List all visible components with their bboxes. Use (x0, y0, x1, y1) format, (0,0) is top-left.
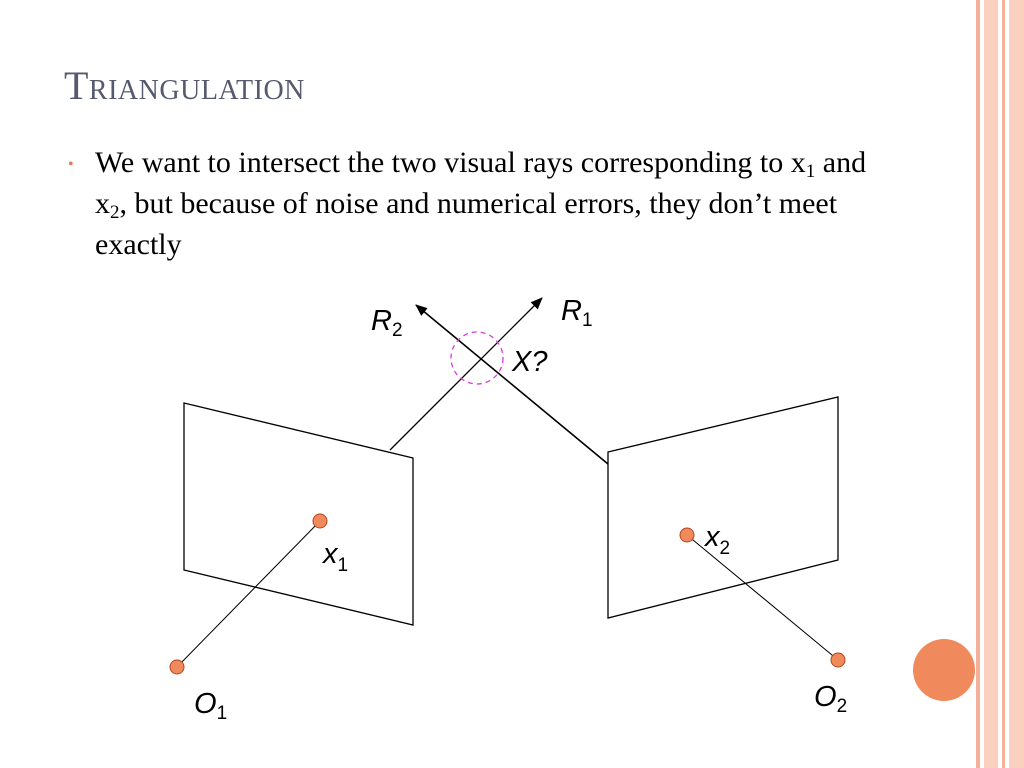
label-o2: O2 (814, 681, 847, 717)
stripe (976, 0, 980, 768)
intersection-circle (450, 331, 504, 385)
stripe (984, 0, 998, 768)
bullet-text: We want to intersect the two visual rays… (95, 142, 895, 265)
label-r2: R2 (371, 305, 403, 341)
label-o1: O1 (194, 688, 227, 724)
camera-center-o1 (169, 659, 185, 675)
label-x-question: X? (511, 346, 548, 378)
bullet-subscript: 1 (805, 161, 816, 182)
label-r1: R1 (561, 295, 593, 331)
ray-r2 (415, 304, 609, 465)
projection-line-2 (686, 534, 839, 661)
bullet-icon: • (68, 156, 74, 173)
stripe (1009, 0, 1024, 768)
bullet-text-part: , but because of noise and numerical err… (95, 187, 838, 261)
camera-center-o2 (830, 652, 846, 668)
image-plane-left (183, 402, 414, 626)
decorative-stripes (976, 0, 1024, 768)
decorative-circle (913, 639, 975, 701)
slide-title: Triangulation (64, 63, 305, 108)
image-plane-right (607, 396, 839, 619)
projection-line-1 (176, 520, 321, 668)
label-x1: x1 (321, 538, 348, 576)
ray-r1 (389, 297, 543, 451)
image-point-x2 (679, 527, 695, 543)
image-point-x1 (312, 513, 328, 529)
stripe (1002, 0, 1005, 768)
bullet-text-part: We want to intersect the two visual rays… (95, 146, 806, 179)
bullet-text-part: and x (95, 146, 867, 220)
label-x2: x2 (703, 521, 730, 559)
bullet-subscript: 2 (110, 202, 120, 223)
